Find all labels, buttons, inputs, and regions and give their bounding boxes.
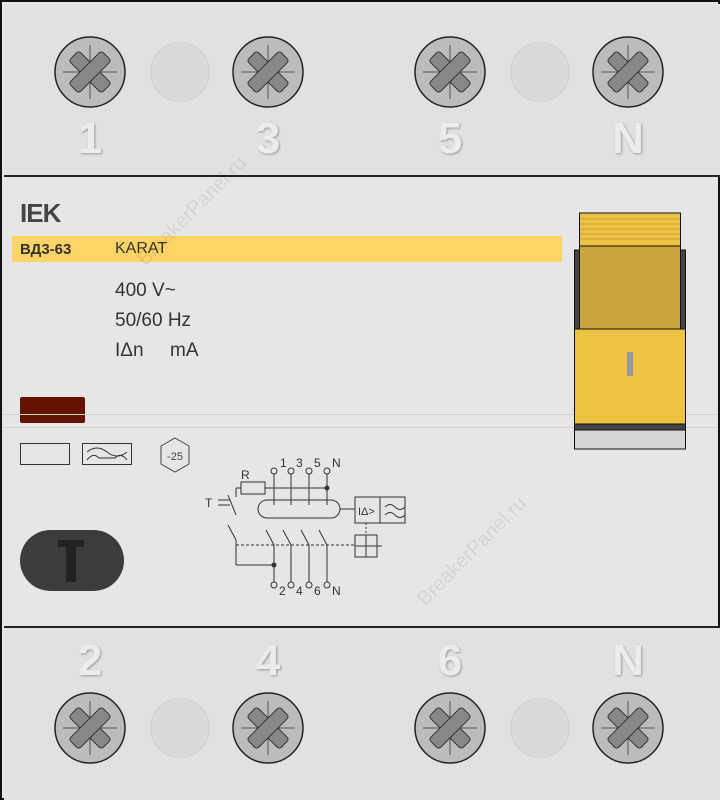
voltage-label: 400 V~ [115,280,176,301]
terminal-plug [150,698,210,758]
divider [2,427,718,428]
schematic-label-4: 4 [296,584,303,598]
terminal-label-bottom: 2 [77,636,103,685]
terminal-label-top: N [612,114,644,163]
switch-lever[interactable] [574,212,687,452]
model-band [12,236,562,262]
temperature-hexagon-icon: -25 [160,437,190,473]
terminal-plug [510,698,570,758]
status-indicator [20,397,85,423]
terminal-screw-bottom[interactable] [413,691,487,765]
relay-label: IΔ> [358,506,375,518]
series-label: KARAT [115,240,168,257]
divider [2,414,718,415]
schematic-label-2: 2 [279,584,286,598]
circuit-schematic: 1 3 5 N R T IΔ> 2 4 6 N [205,456,406,598]
terminal-plug [510,42,570,102]
schematic-label-5: 5 [314,456,321,470]
terminal-label-bottom: N [612,636,644,685]
terminal-label-bottom: 4 [255,636,281,685]
terminal-screw-top[interactable] [591,35,665,109]
lever-on-mark [627,352,633,376]
terminal-label-top: 5 [437,114,463,163]
residual-current-unit: mA [170,340,199,361]
brand-logo: IEK [20,198,61,228]
terminal-screw-top[interactable] [231,35,305,109]
terminal-label-bottom: 6 [437,636,463,685]
terminal-screw-bottom[interactable] [53,691,127,765]
terminal-label-top: 3 [255,114,281,163]
temperature-label: -25 [167,451,183,463]
schematic-label-1: 1 [280,456,287,470]
schematic-label-n-top: N [332,456,341,470]
terminal-label-top: 1 [77,114,103,163]
schematic-label-n-bottom: N [332,584,341,598]
residual-current-symbol: IΔn [115,340,144,361]
model-label: ВД3-63 [20,241,72,258]
type-a-wave-icon [82,443,132,465]
terminal-screw-bottom[interactable] [591,691,665,765]
schematic-label-6: 6 [314,584,321,598]
test-label: T [205,496,213,510]
terminal-screw-top[interactable] [53,35,127,109]
schematic-label-3: 3 [296,456,303,470]
terminal-plug [150,42,210,102]
terminal-screw-top[interactable] [413,35,487,109]
resistor-label: R [241,468,250,482]
terminal-screw-bottom[interactable] [231,691,305,765]
type-ac-icon [20,443,70,465]
test-button[interactable] [20,530,124,591]
frequency-label: 50/60 Hz [115,310,192,331]
